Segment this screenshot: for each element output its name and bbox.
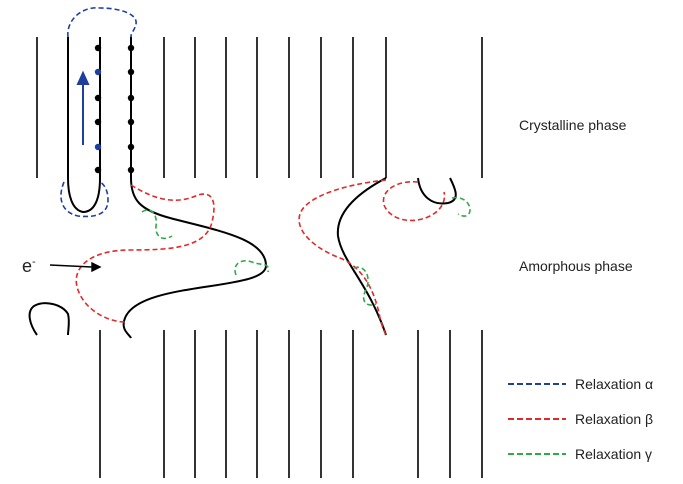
legend-label-alpha: Relaxation α bbox=[575, 376, 654, 392]
bottom-crystalline-lamellae bbox=[99, 330, 483, 478]
beta-relaxation-loops bbox=[75, 179, 446, 336]
electron-charge: - bbox=[32, 256, 36, 268]
left-chain-fold bbox=[67, 37, 132, 214]
electron-symbol: e bbox=[22, 256, 33, 276]
chain-motion-arrow bbox=[76, 70, 90, 145]
gamma-relaxation-loops bbox=[141, 196, 471, 306]
electron-label: e- bbox=[22, 256, 36, 277]
alpha-relaxation-loops bbox=[60, 7, 137, 218]
amorphous-phase-label: Amorphous phase bbox=[519, 258, 633, 274]
electron-arrow bbox=[49, 261, 102, 273]
legend-label-beta: Relaxation β bbox=[575, 411, 654, 427]
chain-dots bbox=[94, 44, 135, 174]
amorphous-tie-chains bbox=[28, 177, 457, 339]
legend-label-gamma: Relaxation γ bbox=[575, 446, 653, 462]
top-crystalline-lamellae bbox=[36, 37, 483, 178]
legend-swatches bbox=[508, 383, 566, 455]
crystalline-phase-label: Crystalline phase bbox=[519, 117, 627, 133]
